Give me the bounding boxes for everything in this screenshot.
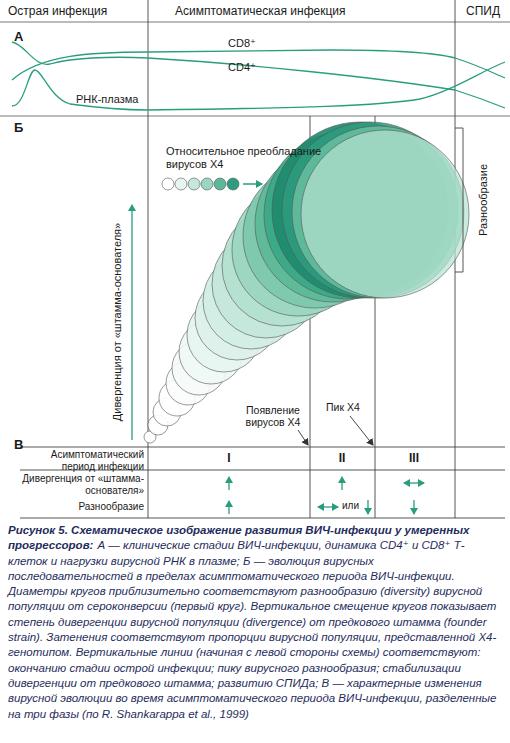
table-cell: или (342, 500, 359, 512)
phase-number: III (400, 452, 428, 466)
trend-arrows (229, 477, 424, 514)
cd4-curve (12, 42, 505, 108)
rna-curve (12, 62, 505, 110)
pointer-line (298, 430, 308, 445)
table-row-header: Разнообразие (20, 501, 144, 513)
trend-arrow (404, 482, 424, 483)
table-row-header: Дивергенция от «штамма-основателя» (20, 473, 144, 496)
scale-circle (175, 178, 187, 190)
header-rule (0, 22, 510, 23)
trend-arrow (367, 500, 368, 514)
trend-arrow (228, 501, 229, 514)
curve-label: CD8⁺ (228, 37, 256, 50)
panel-letter: Б (14, 121, 23, 136)
axis-label: Разнообразие (477, 164, 490, 236)
trend-arrow (228, 477, 229, 490)
scale-circle (214, 178, 226, 190)
diversity-bracket (455, 128, 463, 272)
curve-label: CD4⁺ (228, 61, 256, 74)
scale-circle (227, 178, 239, 190)
divergence-arrow (131, 205, 132, 440)
phase-number: II (330, 452, 354, 466)
event-note: Пик Х4 (326, 401, 360, 413)
phase-number: I (219, 452, 239, 466)
scale-circle (201, 178, 213, 190)
table-rule (20, 447, 505, 448)
scale-arrow (243, 183, 262, 185)
table-rule (20, 518, 505, 519)
table-row-header: Асимптоматический период инфекции (20, 449, 144, 472)
event-note: Появление вирусов Х4 (232, 404, 314, 428)
trend-arrow (341, 477, 342, 490)
scale-circle (162, 178, 174, 190)
trend-arrow (413, 500, 414, 514)
trend-arrow (318, 506, 338, 507)
axis-label: Дивергенция от «штамма-основателя» (111, 223, 124, 421)
pointer-line (350, 416, 373, 445)
diversity-circle (301, 130, 469, 298)
scale-circle (188, 178, 200, 190)
curve-label: РНК-плазма (76, 93, 138, 106)
stage-heading: СПИД (466, 5, 500, 19)
figure-caption: А — клинические стадии ВИЧ-инфекции, дин… (8, 539, 496, 719)
circle-chain (144, 122, 469, 443)
panel-letter: В (14, 438, 23, 453)
figure-caption-block: Рисунок 5. Схематическое изображение раз… (8, 523, 502, 722)
stage-heading: Острая инфекция (8, 5, 107, 19)
shading-note: Относительное преобладание вирусов Х4 (166, 145, 341, 170)
cd8-curve (12, 50, 505, 80)
panel-rule (0, 116, 510, 117)
stage-heading: Асимптоматическая инфекция (175, 5, 346, 19)
panel-letter: А (14, 30, 23, 45)
shading-scale (162, 178, 239, 190)
